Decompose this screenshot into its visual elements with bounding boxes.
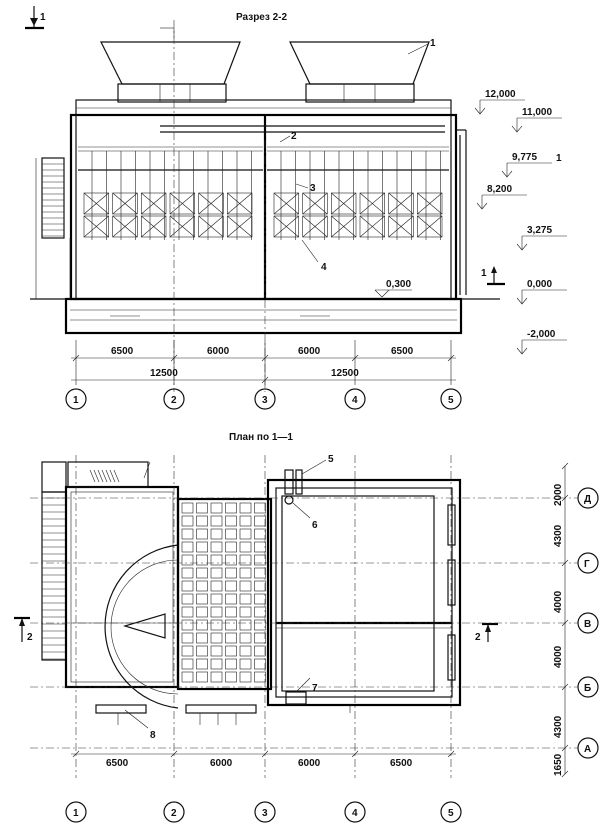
fan-bay [64, 485, 180, 689]
water-basin [64, 297, 463, 335]
plan-cut-mark-right: 2 [475, 622, 498, 643]
plan-dim-6500-left: 6500 [106, 758, 129, 769]
dim-6000-right: 6000 [298, 346, 321, 357]
plan-row-axis-label: Б [584, 683, 591, 694]
plan-column-axis-label: 3 [262, 808, 268, 819]
dim-6500-left: 6500 [111, 346, 134, 357]
level-suffix: 1 [556, 153, 562, 164]
svg-text:4: 4 [321, 262, 327, 273]
side-cut-mark: 1 [481, 266, 505, 286]
section-cut-mark: 1 [25, 6, 46, 30]
svg-text:1: 1 [481, 268, 487, 279]
svg-text:1: 1 [430, 38, 436, 49]
plan-dim-4000-top: 4000 [553, 590, 564, 613]
elevation-label: 11,000 [522, 107, 552, 118]
plan-view: План по 1—1 [14, 432, 599, 823]
plan-row-axis-label: А [584, 744, 591, 755]
plan-column-axis-label: 4 [352, 808, 358, 819]
dim-12500-right: 12500 [331, 368, 359, 379]
svg-text:2: 2 [291, 131, 297, 142]
svg-text:2: 2 [27, 632, 33, 643]
service-stair [35, 157, 71, 299]
svg-text:2: 2 [475, 632, 481, 643]
plan-dim-4000-bottom: 4000 [553, 645, 564, 668]
plan-callouts: 5 6 7 8 [95, 454, 356, 741]
basin-level-mark: 0,300 [374, 279, 412, 298]
plan-basin [266, 478, 462, 707]
elevation-label: 0,000 [527, 279, 552, 290]
section-title: Разрез 2-2 [236, 12, 288, 23]
svg-text:5: 5 [328, 454, 334, 465]
svg-text:3: 3 [310, 183, 316, 194]
plan-column-axis-bubbles: 1 2 3 4 5 [65, 801, 462, 823]
dim-12500-left: 12500 [150, 368, 178, 379]
axis-bubble-label: 2 [171, 395, 177, 406]
plan-row-axis-label: Г [584, 559, 590, 570]
plan-column-axis-label: 2 [171, 808, 177, 819]
elevation-label: 12,000 [485, 89, 516, 100]
plan-cut-mark-left: 2 [14, 616, 33, 643]
axis-bubble-label: 3 [262, 395, 268, 406]
plan-stair [41, 461, 67, 661]
svg-text:1: 1 [40, 12, 46, 23]
elevation-marks: 12,000 11,000 9,775 8,200 3,275 0,000 -2,000 1 [474, 89, 567, 355]
plan-column-axis-label: 1 [73, 808, 79, 819]
section-view: Разрез 2-2 1 [25, 6, 567, 410]
plan-dim-2000: 2000 [553, 483, 564, 506]
fan-circle [71, 544, 179, 709]
elevation-label: -2,000 [527, 329, 556, 340]
axis-bubble-label: 1 [73, 395, 79, 406]
plan-row-axis-bubbles: Д Г В Б А [577, 487, 599, 759]
fill-packs [83, 192, 443, 238]
plan-column-axis-label: 5 [448, 808, 454, 819]
fan-diffuser-right [289, 41, 430, 103]
axis-bubble-label: 5 [448, 395, 454, 406]
svg-text:7: 7 [312, 683, 318, 694]
plan-dim-6500-right: 6500 [390, 758, 413, 769]
dim-6500-right: 6500 [391, 346, 414, 357]
louvre-panel [176, 497, 273, 691]
elevation-label: 8,200 [487, 184, 512, 195]
dim-6000-left: 6000 [207, 346, 230, 357]
axis-bubble-label: 4 [352, 395, 358, 406]
elevation-label: 3,275 [527, 225, 552, 236]
svg-text:6: 6 [312, 520, 318, 531]
section-callouts: 1 2 3 4 [279, 38, 436, 273]
plan-dim-4300-bottom: 4300 [553, 715, 564, 738]
fill-slats [91, 151, 441, 240]
plan-dim-6000-left: 6000 [210, 758, 233, 769]
fan-diffuser-left [100, 41, 241, 103]
section-axis-bubbles: 1 2 3 4 5 [65, 388, 462, 410]
svg-text:8: 8 [150, 730, 156, 741]
plan-dim-1650: 1650 [553, 753, 564, 776]
plan-row-axis-label: Д [584, 494, 591, 505]
plan-title: План по 1—1 [229, 432, 293, 443]
svg-text:0,300: 0,300 [386, 279, 411, 290]
louvre-grid [181, 502, 266, 683]
plan-row-axis-label: В [584, 619, 591, 630]
plan-dim-6000-right: 6000 [298, 758, 321, 769]
plan-dim-4300-top: 4300 [553, 524, 564, 547]
elevation-label: 9,775 [512, 152, 537, 163]
